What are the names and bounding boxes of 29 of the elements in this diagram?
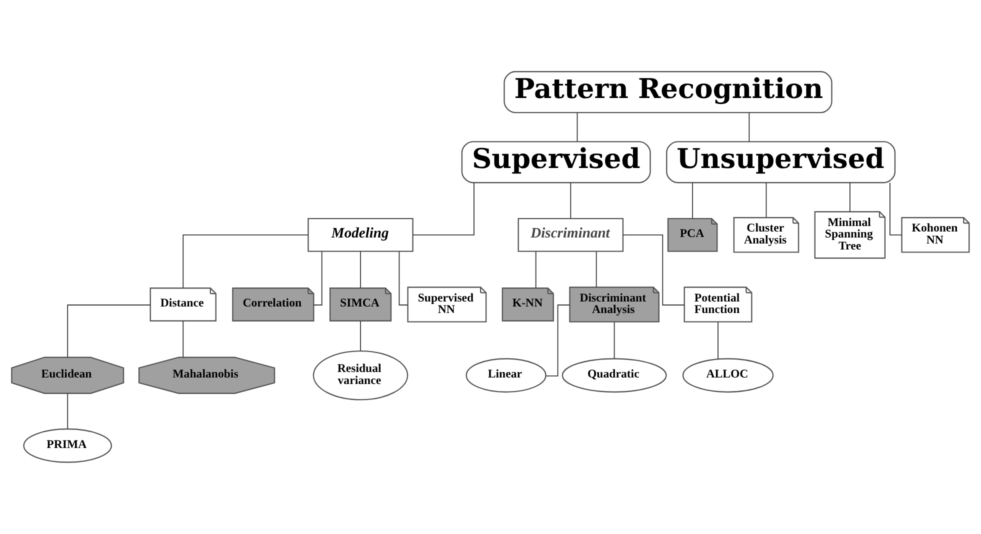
connector	[182, 234, 308, 288]
node-ellipse: Linear	[466, 358, 546, 393]
node-box: Unsupervised	[666, 141, 896, 184]
connector	[766, 182, 767, 218]
connector	[67, 304, 151, 358]
connector	[849, 182, 850, 212]
connector	[412, 182, 474, 236]
node-ellipse: ALLOC	[682, 358, 774, 393]
connector	[67, 393, 68, 430]
connector	[614, 322, 615, 359]
connector	[360, 250, 361, 288]
connector	[748, 112, 750, 142]
connector	[398, 251, 408, 306]
node-ellipse: Quadratic	[562, 358, 667, 393]
connector	[622, 234, 685, 306]
node-box: Pattern Recognition	[504, 71, 832, 114]
connector	[360, 320, 361, 352]
connector	[535, 250, 536, 288]
node-box: Modeling	[308, 218, 414, 252]
node-ellipse: Residual variance	[312, 350, 408, 400]
node-ellipse: PRIMA	[23, 428, 112, 463]
connector	[596, 250, 597, 288]
node-box: Supervised	[461, 141, 651, 184]
connector	[576, 112, 578, 142]
connector	[182, 320, 184, 358]
connector	[313, 251, 322, 306]
connector	[570, 182, 572, 219]
node-box: Discriminant	[518, 218, 624, 252]
connector	[692, 182, 693, 219]
